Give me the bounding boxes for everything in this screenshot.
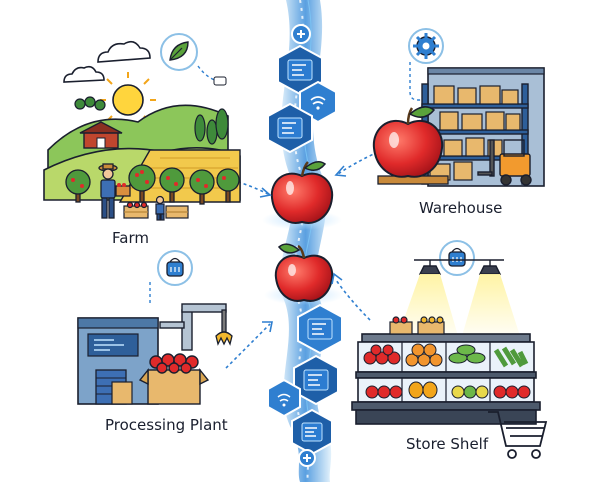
store-shelf-label: Store Shelf [406, 435, 489, 453]
document-icon [293, 354, 339, 406]
store-scene [351, 240, 548, 459]
wifi-icon [299, 80, 337, 124]
claw [215, 309, 233, 346]
apple-crates [123, 201, 189, 219]
wifi-icon [267, 378, 301, 418]
farm-scene [43, 33, 241, 221]
produce [363, 343, 531, 399]
child [155, 195, 165, 221]
connector-store [331, 272, 371, 321]
connector-warehouse [334, 151, 379, 177]
warehouse-scene [372, 28, 545, 187]
processing-scene [77, 250, 233, 405]
orchard [65, 164, 240, 205]
plus-icon [298, 449, 316, 467]
document-icon [297, 303, 343, 355]
sensor-tag-icon [439, 240, 475, 276]
cloud [63, 40, 151, 83]
warehouse-apple [372, 106, 444, 178]
connector-processing [225, 321, 273, 369]
apple-in-stream-upper [262, 161, 342, 230]
ceiling-lamps [414, 259, 504, 275]
farmer [98, 163, 131, 219]
stream-node-top [291, 24, 311, 44]
apple-in-stream-lower [264, 243, 344, 305]
shopping-cart-icon [488, 411, 548, 459]
farm-label: Farm [112, 229, 149, 247]
warehouse-label: Warehouse [419, 199, 503, 217]
gear-icon [408, 28, 444, 64]
forklift [477, 139, 532, 186]
connector-farm [231, 179, 272, 198]
processing-plant-label: Processing Plant [105, 416, 228, 434]
leaf-icon [160, 33, 198, 71]
document-icon [277, 44, 323, 96]
document-icon [291, 408, 333, 456]
document-icon [267, 102, 313, 154]
barn [79, 121, 123, 149]
sensor-tag-icon [157, 250, 193, 286]
sun [100, 72, 156, 128]
apple-box [138, 353, 210, 405]
